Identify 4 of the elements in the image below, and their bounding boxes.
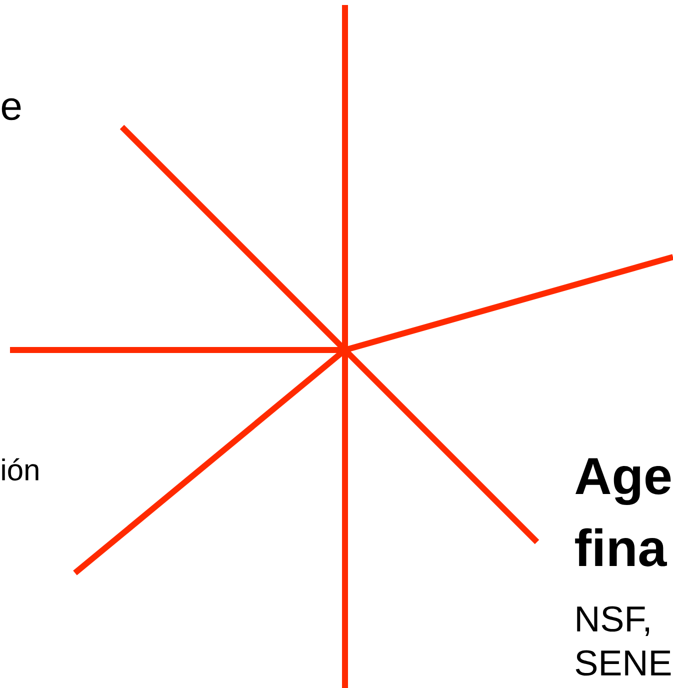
label-text: NSF, SENE: [576, 606, 671, 676]
label-text: e: [2, 98, 21, 120]
label-text: ión: [2, 458, 38, 481]
label-text: Age fina: [575, 458, 671, 566]
